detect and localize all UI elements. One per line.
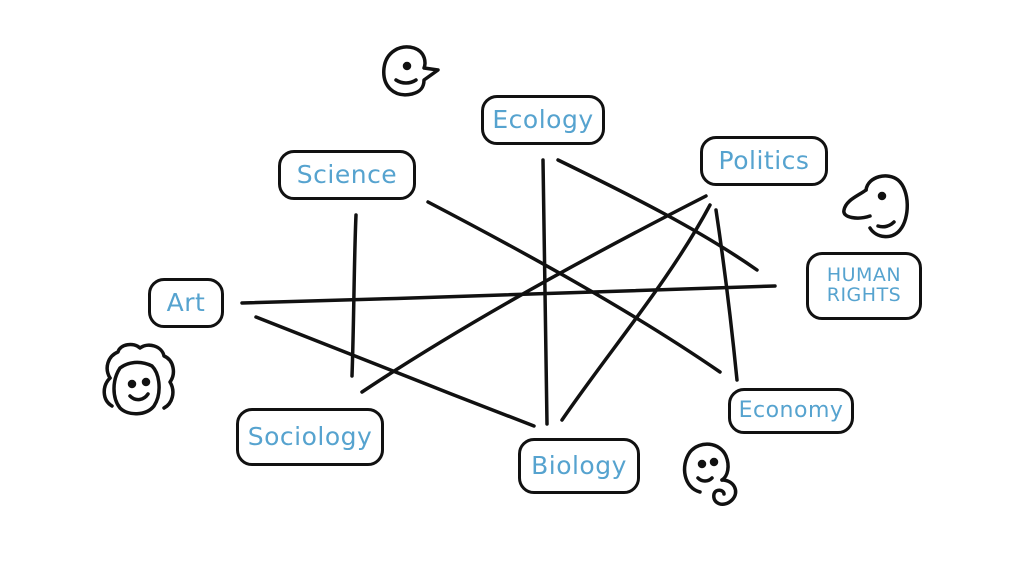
line-science-sociology <box>350 213 358 378</box>
line-science-economy <box>426 200 722 374</box>
long-nose-face-icon <box>842 174 909 239</box>
node-ecology-label: Ecology <box>492 104 594 134</box>
node-biology-label: Biology <box>531 450 627 480</box>
line-politics-biology <box>560 203 712 422</box>
line-politics-economy <box>714 208 739 382</box>
line-art-humanrights <box>240 284 777 305</box>
node-politics: Politics <box>700 136 828 186</box>
node-economy-label: Economy <box>738 398 844 424</box>
curl-face-icon <box>682 442 738 506</box>
node-art: Art <box>148 278 224 328</box>
node-biology: Biology <box>518 438 640 494</box>
node-art-label: Art <box>166 287 206 317</box>
line-politics-sociology <box>360 194 708 394</box>
node-politics-label: Politics <box>718 145 810 175</box>
node-human-rights-line2: RIGHTS <box>826 284 902 306</box>
node-sociology-label: Sociology <box>247 421 373 451</box>
node-science-label: Science <box>296 159 398 189</box>
node-sociology: Sociology <box>236 408 384 466</box>
node-ecology: Ecology <box>481 95 605 145</box>
node-economy: Economy <box>728 388 854 434</box>
curly-hair-face-icon <box>102 342 176 416</box>
bird-face-icon <box>382 45 440 97</box>
node-human-rights-line1: HUMAN <box>826 264 902 287</box>
line-ecology-humanrights <box>556 158 759 272</box>
line-art-biology <box>254 315 536 428</box>
node-human-rights: HUMAN RIGHTS <box>806 252 922 320</box>
node-science: Science <box>278 150 416 200</box>
